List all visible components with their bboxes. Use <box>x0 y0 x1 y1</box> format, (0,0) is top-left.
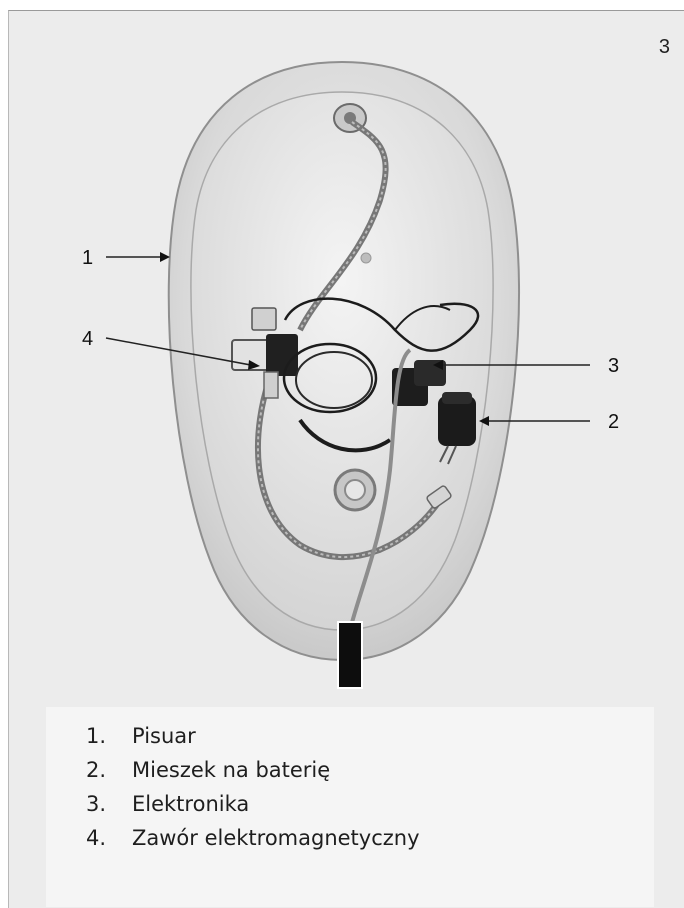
legend-item-label: Mieszek na baterię <box>132 758 330 782</box>
legend-list: 1. Pisuar 2. Mieszek na baterię 3. Elekt… <box>86 719 420 855</box>
legend-item-number: 3. <box>86 792 132 816</box>
legend-box: 1. Pisuar 2. Mieszek na baterię 3. Elekt… <box>46 707 654 907</box>
legend-item-number: 1. <box>86 724 132 748</box>
screw-mark <box>361 253 371 263</box>
legend-item-label: Elektronika <box>132 792 249 816</box>
legend-item: 4. Zawór elektromagnetyczny <box>86 821 420 855</box>
legend-item: 3. Elektronika <box>86 787 420 821</box>
callout-number-1: 1 <box>82 247 93 269</box>
callout-number-3: 3 <box>608 355 619 377</box>
legend-item-label: Zawór elektromagnetyczny <box>132 826 420 850</box>
urinal-photo-illustration: 1 4 3 2 <box>0 0 684 700</box>
legend-item: 2. Mieszek na baterię <box>86 753 420 787</box>
callout-1: 1 <box>82 247 170 269</box>
callout-number-2: 2 <box>608 411 619 433</box>
legend-item-number: 4. <box>86 826 132 850</box>
legend-item: 1. Pisuar <box>86 719 420 753</box>
cable-exit-block <box>338 622 362 688</box>
legend-item-number: 2. <box>86 758 132 782</box>
legend-item-label: Pisuar <box>132 724 196 748</box>
callout-number-4: 4 <box>82 328 93 350</box>
urinal-figure: 1 4 3 2 <box>0 0 684 700</box>
